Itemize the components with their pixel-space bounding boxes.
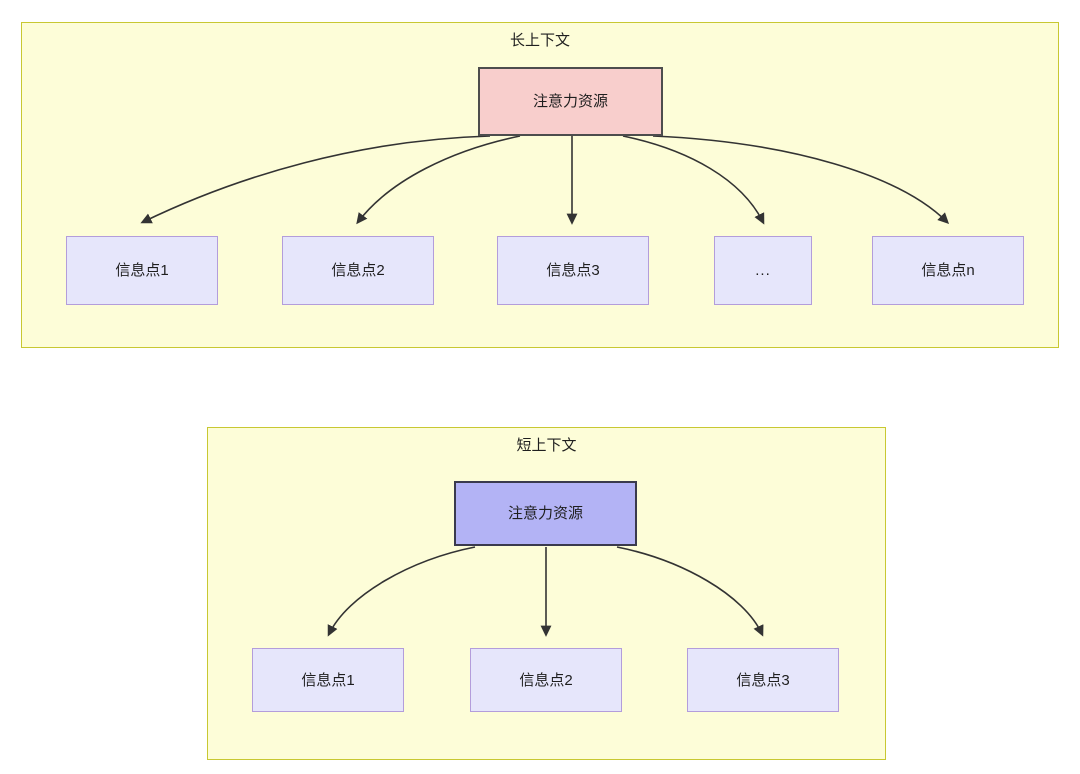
panel-short-context-title: 短上下文	[516, 437, 577, 454]
node-attention-resource-short[interactable]: 注意力资源	[454, 481, 637, 546]
node-info-point-ellipsis-long[interactable]: ...	[714, 236, 812, 305]
node-info-point-1-long[interactable]: 信息点1	[66, 236, 218, 305]
node-label: 信息点2	[331, 262, 385, 279]
node-attention-resource-long[interactable]: 注意力资源	[478, 67, 663, 136]
node-label: 信息点3	[736, 671, 790, 689]
node-label: 信息点1	[115, 262, 169, 279]
node-label: 信息点n	[921, 262, 975, 279]
node-label: 信息点1	[301, 671, 355, 689]
node-info-point-1-short[interactable]: 信息点1	[252, 648, 404, 712]
node-label: 注意力资源	[532, 93, 608, 110]
node-info-point-3-short[interactable]: 信息点3	[687, 648, 839, 712]
node-info-point-2-short[interactable]: 信息点2	[470, 648, 622, 712]
node-info-point-3-long[interactable]: 信息点3	[497, 236, 649, 305]
node-label: ...	[755, 262, 771, 279]
node-info-point-2-long[interactable]: 信息点2	[282, 236, 434, 305]
node-label: 信息点2	[519, 671, 573, 689]
node-label: 注意力资源	[507, 505, 583, 522]
panel-long-context-title: 长上下文	[509, 32, 570, 49]
node-label: 信息点3	[546, 262, 600, 279]
node-info-point-n-long[interactable]: 信息点n	[872, 236, 1024, 305]
